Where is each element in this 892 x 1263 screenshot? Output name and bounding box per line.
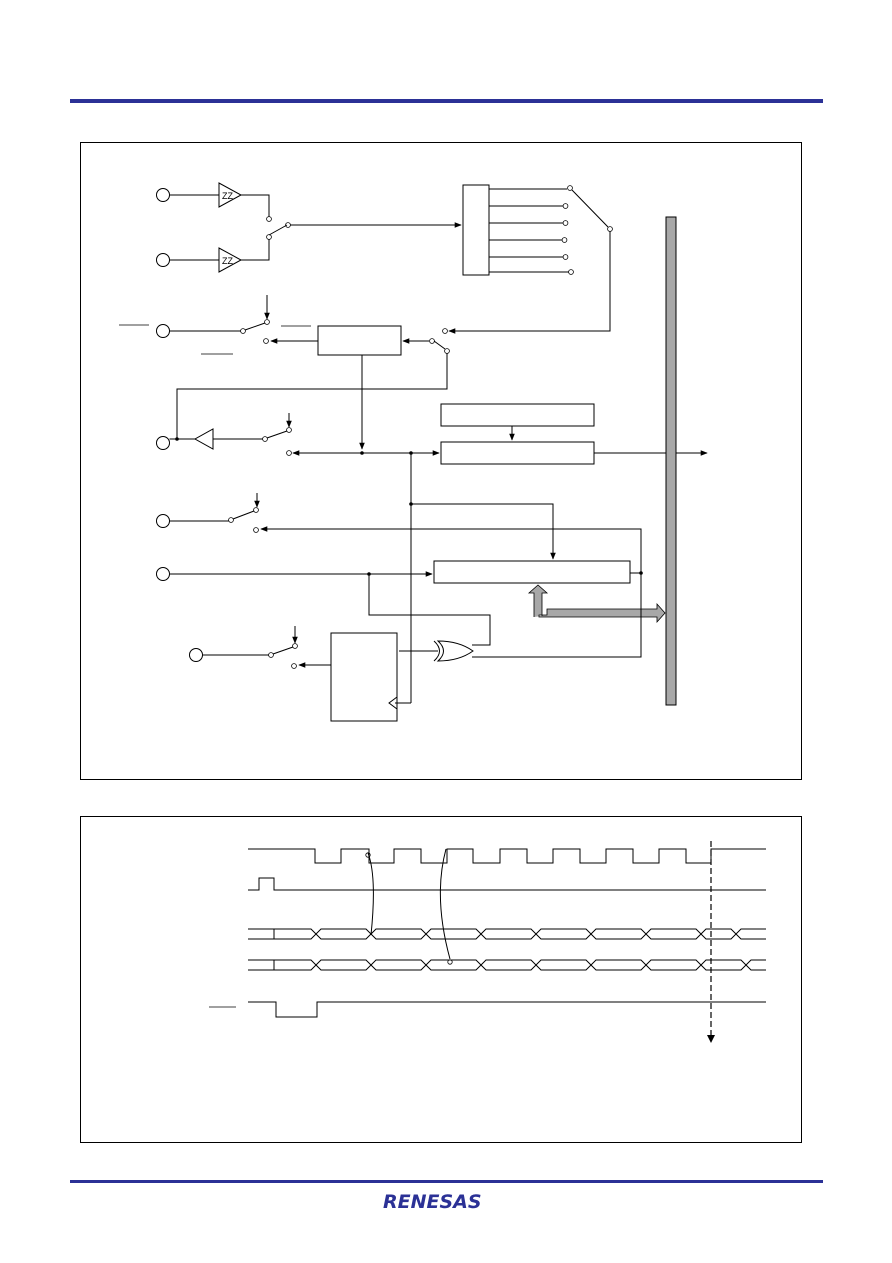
schmitt-buffer-1 [218, 182, 243, 208]
block-diagram-panel: ZZ ZZ [80, 142, 802, 780]
data-waveform-2 [248, 959, 766, 971]
pin-2-input: ZZ [156, 234, 272, 273]
pin-terminal-icon [189, 648, 203, 662]
timing-diagram [209, 841, 766, 1043]
register-bus-link [527, 584, 666, 624]
timing-arrow-1 [367, 852, 374, 936]
parity-block [330, 632, 398, 722]
footer-rule [70, 1180, 823, 1183]
renesas-logo-icon: RENESAS [383, 1191, 482, 1213]
pin-5 [156, 560, 643, 584]
pin-1-input: ZZ [156, 182, 272, 222]
receive-register [433, 560, 631, 584]
internal-data-bus [665, 216, 677, 706]
clock-divider-block [448, 184, 613, 334]
control-wiring [409, 453, 556, 703]
logo-text: RENESAS [383, 1191, 482, 1213]
shift-register-blocks [440, 403, 708, 465]
pin-terminal-icon [156, 436, 170, 450]
bus-arrow-icon [527, 584, 666, 624]
pin-terminal-icon [156, 324, 170, 338]
pin-terminal-icon [156, 567, 170, 581]
xor-gate [436, 640, 474, 662]
pin-terminal-icon [156, 253, 170, 267]
clock-source-switch [268, 222, 462, 236]
schmitt-symbol-2: ZZ [222, 256, 233, 266]
pin-4 [156, 493, 642, 573]
output-buffer [193, 428, 214, 450]
select-waveform [248, 1001, 766, 1018]
schmitt-symbol-1: ZZ [222, 191, 233, 201]
data-io-pin [156, 413, 440, 456]
schmitt-buffer-2 [218, 247, 243, 273]
pin-terminal-icon [156, 514, 170, 528]
timing-diagram-panel [80, 816, 802, 1143]
clock-control-block [176, 325, 450, 450]
enable-waveform [248, 877, 766, 891]
clk-pin [119, 295, 318, 355]
arrow-icon [707, 1035, 715, 1043]
pin-terminal-icon [156, 188, 170, 202]
data-waveform-1 [248, 928, 766, 940]
clock-waveform [248, 848, 766, 864]
pin-6 [189, 626, 411, 722]
timing-arrow-2 [439, 848, 451, 960]
header-rule [70, 99, 823, 103]
xor-gate-circuit [368, 573, 642, 662]
bus-bar [665, 216, 677, 706]
renesas-logo: RENESAS [381, 1188, 511, 1214]
block-diagram: ZZ ZZ [119, 182, 708, 722]
